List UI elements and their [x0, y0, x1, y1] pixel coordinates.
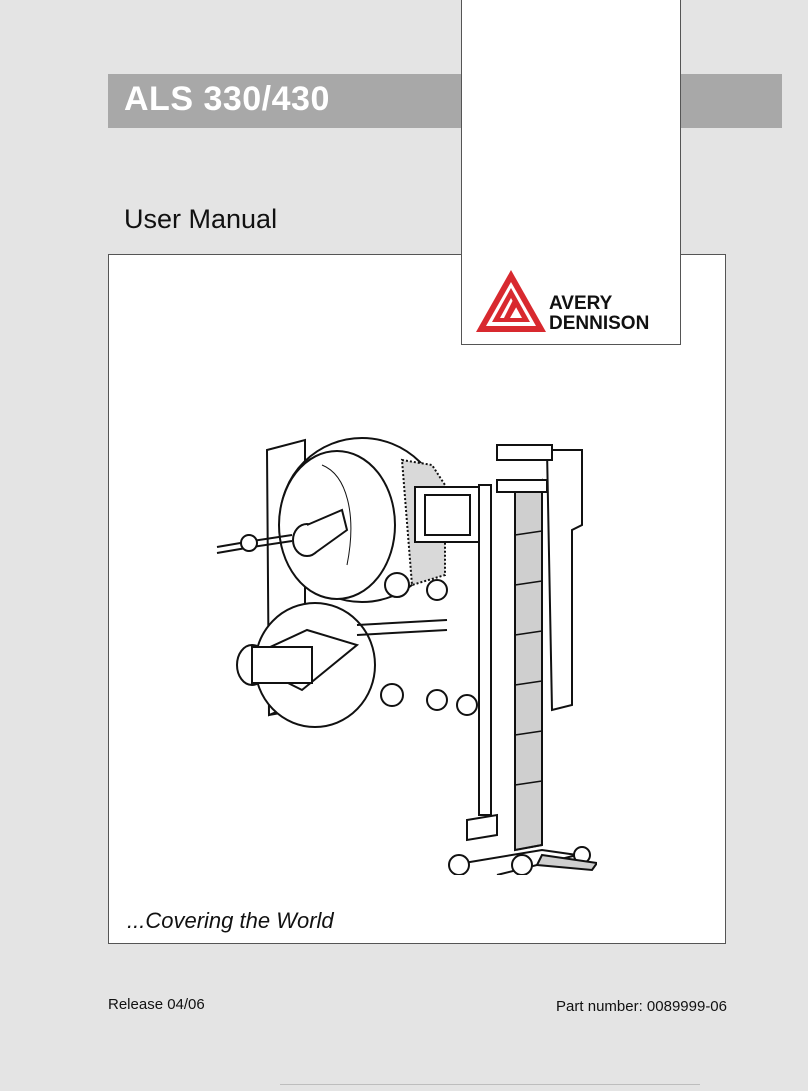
page-edge-line	[280, 1084, 700, 1085]
avery-dennison-triangle-logo-icon	[476, 270, 546, 332]
product-title: ALS 330/430	[124, 80, 330, 118]
brand-name-line1: AVERY	[549, 293, 613, 314]
brand-name-line2: DENNISON	[549, 313, 650, 334]
labeling-machine-illustration	[216, 437, 597, 875]
part-number: Part number: 0089999-06	[556, 998, 727, 1015]
release-info: Release 04/06	[108, 996, 205, 1013]
brand-logo-panel: AVERY DENNISON	[461, 0, 681, 345]
document-subtitle: User Manual	[124, 204, 278, 234]
illustration-panel: ...Covering the World	[108, 254, 726, 944]
brand-name: AVERY DENNISON	[549, 294, 649, 334]
tagline: ...Covering the World	[127, 908, 334, 933]
